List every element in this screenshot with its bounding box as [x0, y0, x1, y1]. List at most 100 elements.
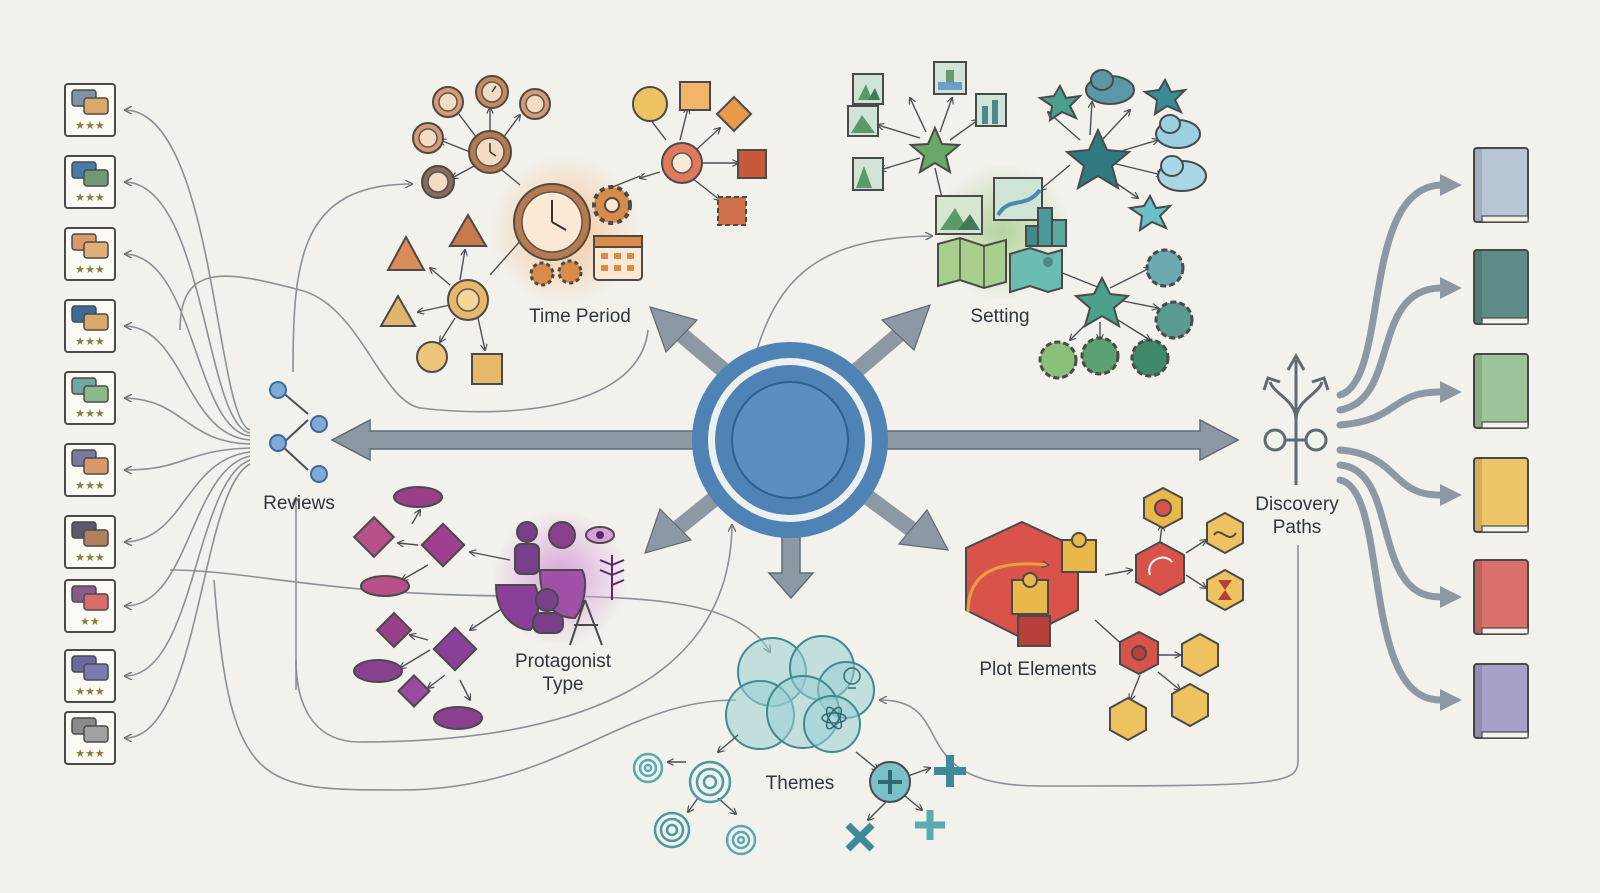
- cloud-icon: [1085, 69, 1135, 105]
- people-icon: [514, 521, 576, 575]
- person-icon: [532, 588, 564, 634]
- puzzle-piece-icon: [1011, 572, 1049, 615]
- star-icon: [1127, 193, 1173, 233]
- moon-hexagon-icon: [1171, 682, 1209, 728]
- review-card-icon: ★★★: [64, 83, 116, 137]
- diamond-icon: [715, 95, 753, 133]
- rating-stars: ★★★: [75, 263, 105, 276]
- landscape-frame-icon: [852, 73, 884, 105]
- protagonist-label-line1: Protagonist: [515, 651, 612, 672]
- diamond-icon: [397, 674, 431, 708]
- atom-icon: [821, 706, 847, 730]
- landscape-frame-icon: [852, 157, 884, 191]
- rating-stars: ★★★: [75, 119, 105, 132]
- discovery-label-line2: Paths: [1273, 517, 1322, 538]
- diamond-icon: [420, 522, 466, 568]
- protagonist-cluster: Protagonist Type: [352, 486, 628, 730]
- ellipse-icon: [393, 486, 443, 508]
- plus-icon: [915, 810, 945, 840]
- gear-icon: [557, 259, 583, 285]
- diamond-icon: [352, 515, 396, 559]
- review-card-icon: ★★★: [64, 443, 116, 497]
- discovery-paths-node: Discovery Paths: [1255, 352, 1339, 538]
- ellipse-icon: [353, 659, 403, 683]
- review-card-icon: ★★★: [64, 649, 116, 703]
- square-icon: [471, 353, 503, 385]
- setting-cluster: Setting: [847, 61, 1207, 380]
- discovery-curves: [1336, 181, 1444, 704]
- clock-icon: [412, 122, 444, 154]
- diamond-icon: [375, 611, 413, 649]
- wall-clock-icon: [513, 183, 591, 261]
- close-icon: [845, 822, 875, 852]
- book-icon: [1473, 147, 1529, 223]
- book-icon: [1473, 353, 1529, 429]
- square-icon: [717, 196, 747, 226]
- star-icon: [1142, 77, 1188, 117]
- rating-stars: ★★★: [75, 335, 105, 348]
- flower-icon: [1038, 340, 1078, 380]
- flower-icon: [1080, 336, 1120, 376]
- review-card-icon: ★★★: [64, 371, 116, 425]
- star-icon: [908, 125, 962, 175]
- spiral-icon: [653, 811, 691, 849]
- book-icon: [1473, 663, 1529, 739]
- eye-icon: [585, 526, 615, 544]
- hexagon-icon: [1119, 630, 1159, 676]
- review-card-icon: ★★★: [64, 711, 116, 765]
- rating-stars: ★★★: [75, 685, 105, 698]
- time-period-cluster: Time Period: [379, 75, 767, 385]
- triangle-icon: [448, 213, 488, 247]
- puzzle-piece-icon: [1061, 532, 1097, 573]
- share-nodes-icon: [269, 381, 328, 483]
- rating-stars: ★★★: [75, 191, 105, 204]
- city-frame-icon: [975, 93, 1007, 127]
- spiral-icon: [725, 824, 757, 856]
- review-card-icon: ★★★: [64, 155, 116, 209]
- square-icon: [737, 149, 767, 179]
- map-icon: [1009, 246, 1063, 294]
- landscape-frame-icon: [935, 195, 983, 235]
- lightbulb-icon: [843, 667, 861, 689]
- plot-elements-label: Plot Elements: [979, 659, 1096, 680]
- moon-hexagon-icon: [1181, 632, 1219, 678]
- map-icon: [937, 236, 1007, 290]
- hexagon-icon: [1143, 486, 1183, 530]
- themes-label: Themes: [766, 773, 835, 794]
- review-card-icon: ★★★: [64, 227, 116, 281]
- setting-label: Setting: [970, 306, 1029, 327]
- diamond-icon: [432, 626, 478, 672]
- venn-circles-icon: [725, 635, 875, 753]
- flower-icon: [1145, 248, 1185, 288]
- cloud-icon: [1155, 114, 1201, 149]
- book-icon: [1473, 559, 1529, 635]
- star-icon: [1073, 275, 1131, 329]
- square-icon: [679, 81, 711, 111]
- rating-stars: ★★★: [75, 747, 105, 760]
- star-icon: [1037, 83, 1083, 123]
- moon-hexagon-icon: [1109, 696, 1147, 742]
- clock-icon: [519, 88, 551, 120]
- triangle-icon: [386, 234, 426, 271]
- cycle-hexagon-icon: [1135, 540, 1185, 597]
- rating-stars: ★★★: [75, 551, 105, 564]
- flower-icon: [1154, 300, 1194, 340]
- circle-icon: [416, 341, 448, 373]
- themes-cluster: Themes: [632, 635, 966, 856]
- clock-icon: [421, 165, 455, 199]
- plus-circle-icon: [869, 761, 911, 803]
- quill-icon: [599, 555, 625, 600]
- rating-stars: ★★: [80, 615, 100, 628]
- star-icon: [1064, 127, 1132, 191]
- time-period-label: Time Period: [529, 306, 631, 327]
- review-card-icon: ★★★: [64, 515, 116, 569]
- ellipse-icon: [433, 706, 483, 730]
- easel-icon: [569, 599, 603, 646]
- ellipse-icon: [360, 575, 410, 597]
- landscape-frame-icon: [847, 105, 879, 137]
- plus-icon: [934, 755, 966, 787]
- clock-icon: [468, 130, 512, 174]
- review-card-icon: ★★: [64, 579, 116, 633]
- rating-stars: ★★★: [75, 407, 105, 420]
- triangle-icon: [379, 293, 417, 327]
